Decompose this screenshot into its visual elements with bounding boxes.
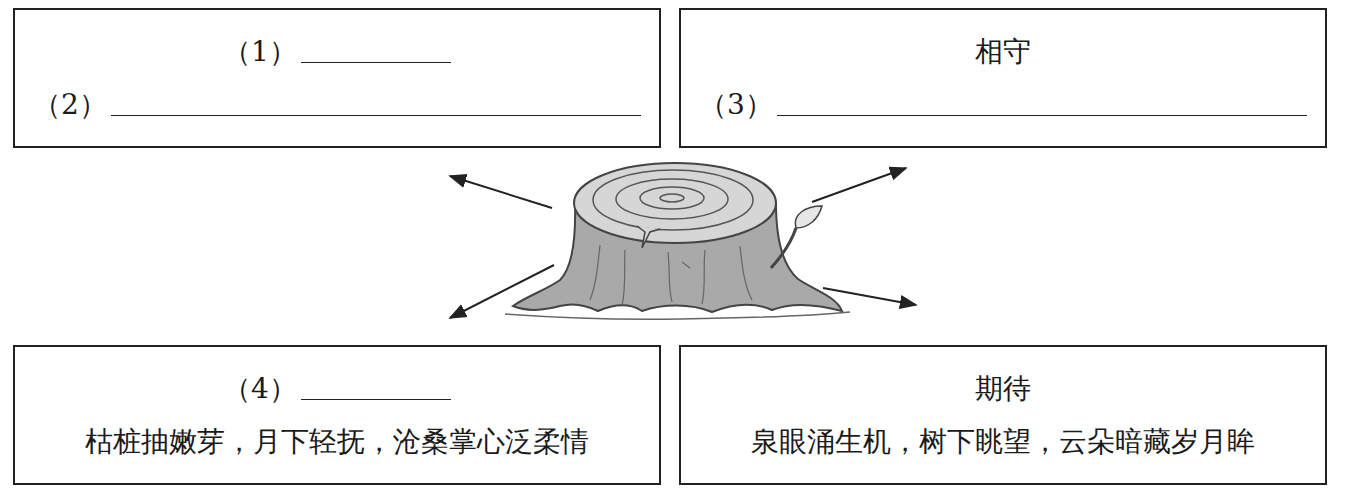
text-box: 期待泉眼涌生机，树下眺望，云朵暗藏岁月眸 — [679, 345, 1327, 485]
answer-blank — [301, 61, 451, 63]
text-row: 枯桩抽嫩芽，月下轻抚，沧桑掌心泛柔情 — [33, 424, 641, 459]
text-row: 相守 — [699, 34, 1307, 69]
answer-blank — [777, 114, 1307, 116]
stump-crack — [637, 226, 660, 248]
ground-line — [505, 312, 850, 319]
answer-blank — [111, 114, 641, 116]
pointer-arrows — [450, 168, 916, 318]
sprout-leaf — [795, 206, 822, 228]
text-row: 泉眼涌生机，树下眺望，云朵暗藏岁月眸 — [699, 424, 1307, 459]
sprout-stem — [771, 228, 796, 268]
text-box: （4） 枯桩抽嫩芽，月下轻抚，沧桑掌心泛柔情 — [13, 345, 661, 485]
text-row: （1） — [33, 34, 641, 69]
tree-rings — [593, 170, 753, 230]
text-row: （2） — [33, 87, 641, 122]
box-text: （3） — [699, 87, 773, 122]
bark-lines — [590, 245, 752, 305]
text-row: （3） — [699, 87, 1307, 122]
box-text: 枯桩抽嫩芽，月下轻抚，沧桑掌心泛柔情 — [85, 424, 589, 459]
box-text: （2） — [33, 87, 107, 122]
answer-blank — [301, 398, 451, 400]
box-heading: （4） — [223, 371, 297, 406]
text-row: （4） — [33, 371, 641, 406]
text-box: （1） （2） — [13, 8, 661, 148]
stump-top — [574, 163, 776, 243]
box-text: 泉眼涌生机，树下眺望，云朵暗藏岁月眸 — [751, 424, 1255, 459]
text-box: 相守 （3） — [679, 8, 1327, 148]
text-row: 期待 — [699, 371, 1307, 406]
box-heading: 期待 — [975, 371, 1031, 406]
box-heading: 相守 — [975, 34, 1031, 69]
box-heading: （1） — [223, 34, 297, 69]
